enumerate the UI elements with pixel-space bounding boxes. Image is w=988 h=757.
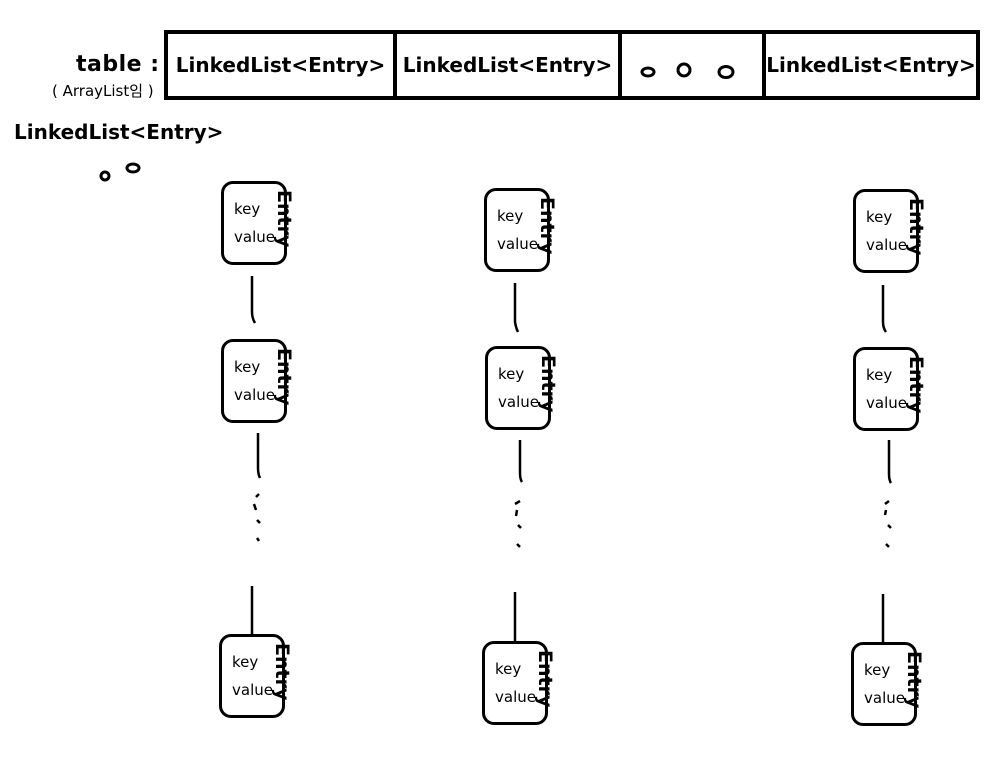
- entry-node: key value Entry: [853, 189, 927, 273]
- entry-value-label: value: [232, 681, 273, 699]
- entry-value-label: value: [234, 386, 275, 404]
- entry-node: key value Entry: [484, 188, 558, 272]
- entry-key-label: key: [866, 208, 893, 226]
- entry-node: key value Entry: [482, 641, 556, 725]
- entry-node: key value Entry: [221, 339, 295, 423]
- entry-type-label: Entry: [534, 650, 556, 708]
- entry-key-label: key: [495, 660, 522, 678]
- entry-node: key value Entry: [485, 346, 559, 430]
- entry-type-label: Entry: [905, 198, 927, 256]
- table-cell-ellipsis: [622, 34, 762, 96]
- entry-key-label: key: [498, 365, 525, 383]
- entry-type-label: Entry: [903, 651, 925, 709]
- entry-value-label: value: [234, 228, 275, 246]
- entry-node: key value Entry: [853, 347, 927, 431]
- entry-key-label: key: [234, 358, 261, 376]
- entry-key-label: key: [864, 661, 891, 679]
- entry-key-label: key: [234, 200, 261, 218]
- entry-node: key value Entry: [219, 634, 293, 718]
- entry-type-label: Entry: [905, 356, 927, 414]
- table-sublabel: ( ArrayList임 ): [52, 82, 154, 100]
- dot-icon: [99, 170, 111, 182]
- entry-value-label: value: [866, 394, 907, 412]
- entry-key-label: key: [232, 653, 259, 671]
- entry-value-label: value: [864, 689, 905, 707]
- table-array-strip: LinkedList<Entry> LinkedList<Entry> Link…: [164, 30, 980, 100]
- entry-type-label: Entry: [536, 197, 558, 255]
- dot-icon: [125, 162, 141, 174]
- entry-node: key value Entry: [851, 642, 925, 726]
- entry-type-label: Entry: [273, 348, 295, 406]
- entry-type-label: Entry: [271, 643, 293, 701]
- cell-divider: [618, 34, 622, 96]
- entry-key-label: key: [866, 366, 893, 384]
- ellipsis-dots-icon: [640, 62, 735, 79]
- entry-node: key value Entry: [221, 181, 295, 265]
- table-cell-last: LinkedList<Entry>: [766, 53, 976, 77]
- table-cell-2: LinkedList<Entry>: [402, 53, 613, 77]
- cell-divider: [393, 34, 397, 96]
- entry-key-label: key: [497, 207, 524, 225]
- entry-value-label: value: [495, 688, 536, 706]
- entry-type-label: Entry: [537, 355, 559, 413]
- cell-divider: [762, 34, 766, 96]
- table-label: table :: [76, 52, 160, 77]
- entry-type-label: Entry: [273, 190, 295, 248]
- linkedlist-caption: LinkedList<Entry>: [14, 120, 224, 144]
- entry-value-label: value: [497, 235, 538, 253]
- entry-value-label: value: [498, 393, 539, 411]
- entry-value-label: value: [866, 236, 907, 254]
- table-cell-1: LinkedList<Entry>: [175, 53, 386, 77]
